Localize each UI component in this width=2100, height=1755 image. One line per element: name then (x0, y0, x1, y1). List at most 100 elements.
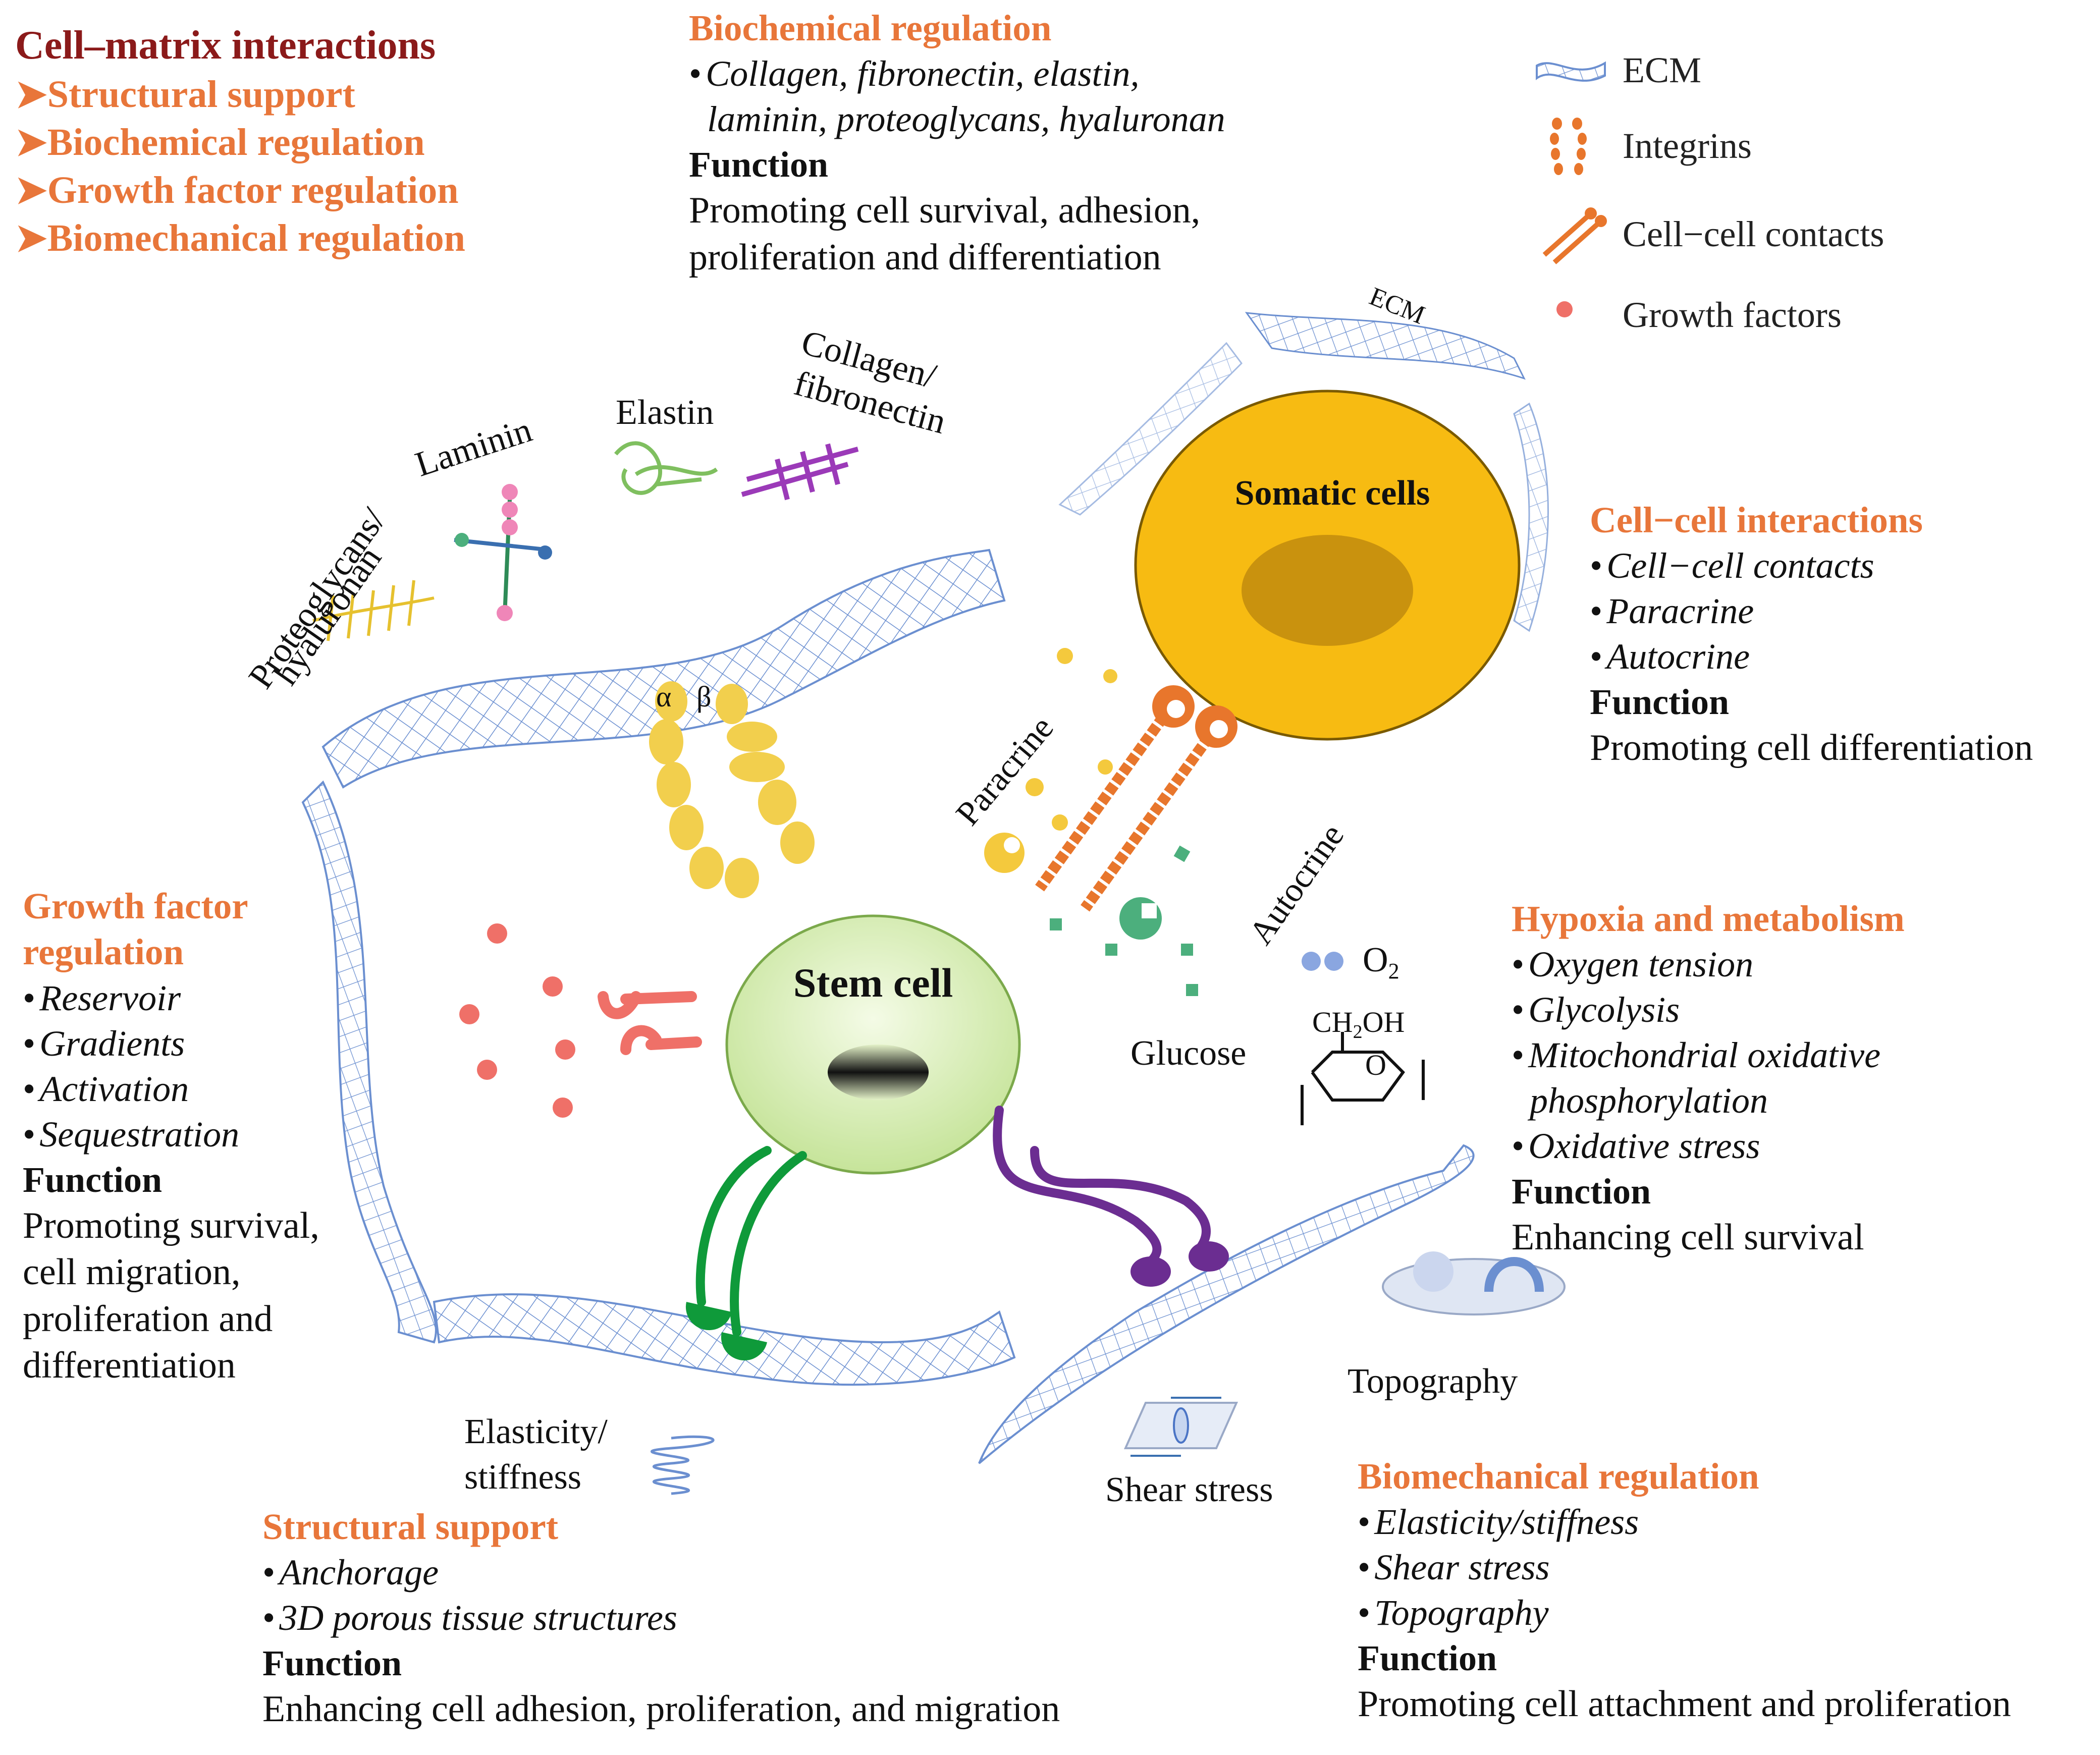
elasticity-label-line2: stiffness (464, 1458, 581, 1497)
biomechanical-bullet: Topography (1358, 1590, 2094, 1635)
green-arrow-heads (685, 1302, 767, 1361)
hypoxia-heading: Hypoxia and metabolism (1512, 898, 1905, 939)
growth-factor-bullet: Reservoir (23, 975, 406, 1021)
cell-cell-panel: Cell−cell interactions Cell−cell contact… (1590, 497, 2094, 772)
structural-heading: Structural support (262, 1506, 559, 1547)
integrin-alpha-label: α (656, 680, 671, 713)
biomechanical-bullet: Elasticity/stiffness (1358, 1499, 2094, 1545)
hypoxia-panel: Hypoxia and metabolism Oxygen tension Gl… (1512, 896, 2092, 1261)
legend-growth-factors-label: Growth factors (1623, 295, 1842, 335)
shear-stress-label: Shear stress (1105, 1470, 1273, 1509)
integrin-icon (1550, 118, 1587, 175)
somatic-cells-label: Somatic cells (1235, 474, 1430, 513)
cell-cell-bullets: Cell−cell contacts Paracrine Autocrine (1590, 543, 2094, 679)
purple-arrow-heads (1130, 1241, 1229, 1287)
glucose-ring (1301, 1032, 1425, 1125)
growth-factor-panel: Growth factor regulation Reservoir Gradi… (23, 883, 406, 1389)
cell-matrix-panel: Cell–matrix interactions ➤Structural sup… (15, 20, 570, 262)
chevron-icon: ➤ (15, 169, 47, 211)
biochemical-bullet: Collagen, fibronectin, elastin, (689, 51, 1395, 96)
cell-matrix-item: ➤Structural support (15, 73, 355, 116)
growth-factor-function-line: cell migration, (23, 1251, 241, 1293)
ecm-ribbon-top-right (1058, 312, 1549, 632)
biomechanical-bullets: Elasticity/stiffness Shear stress Topogr… (1358, 1499, 2094, 1635)
structural-bullets: Anchorage 3D porous tissue structures (262, 1550, 1272, 1640)
autocrine-label: Autocrine (1241, 817, 1351, 951)
biomechanical-bullet: Shear stress (1358, 1545, 2094, 1590)
chevron-icon: ➤ (15, 121, 47, 163)
ecm-ribbon-bottom-right (978, 1144, 1475, 1464)
structural-bullet: Anchorage (262, 1550, 1272, 1595)
integrin-beta-label: β (696, 680, 712, 713)
purple-signal-arrows (993, 1106, 1211, 1266)
paracrine-factors (984, 648, 1117, 873)
cell-matrix-title: Cell–matrix interactions (15, 23, 436, 68)
growth-factor-function-label: Function (23, 1159, 163, 1200)
cell-cell-bullet: Cell−cell contacts (1590, 543, 2094, 588)
legend-ecm-label: ECM (1623, 50, 1702, 90)
biomechanical-heading: Biomechanical regulation (1358, 1456, 1759, 1497)
hypoxia-bullet: Oxidative stress (1512, 1123, 2092, 1169)
hypoxia-function-text: Enhancing cell survival (1512, 1217, 1864, 1258)
biochemical-function-label: Function (689, 144, 829, 185)
structural-function-label: Function (262, 1643, 402, 1684)
hypoxia-bullet: Glycolysis (1512, 987, 2092, 1032)
laminin-molecule (454, 484, 552, 621)
integrin-alpha-beta (649, 681, 815, 898)
growth-factor-function-line: proliferation and (23, 1298, 273, 1340)
shear-stress-icon (1123, 1397, 1239, 1457)
cell-matrix-item: ➤Biochemical regulation (15, 121, 425, 163)
elasticity-spring-icon (650, 1435, 715, 1495)
biochemical-bullet-continued: laminin, proteoglycans, hyaluronan (707, 99, 1225, 140)
autocrine-factors (1050, 845, 1198, 996)
biomechanical-function-text: Promoting cell attachment and proliferat… (1358, 1683, 2011, 1725)
hypoxia-bullets: Oxygen tension Glycolysis Mitochondrial … (1512, 942, 2092, 1078)
cell-cell-function-text: Promoting cell differentiation (1590, 727, 2033, 769)
cell-cell-bullet: Autocrine (1590, 634, 2094, 679)
green-signal-arrows (695, 1146, 807, 1337)
hypoxia-bullets-after: Oxidative stress (1512, 1123, 2092, 1169)
cell-cell-heading: Cell−cell interactions (1590, 500, 1923, 540)
structural-function-text: Enhancing cell adhesion, proliferation, … (262, 1688, 1060, 1730)
cell-contact-rods (1035, 685, 1237, 912)
collagen-fibronectin-molecule (741, 443, 859, 501)
stem-nucleus (828, 1045, 929, 1100)
cell-matrix-item: ➤Biomechanical regulation (15, 217, 465, 259)
elasticity-label-line1: Elasticity/ (464, 1412, 608, 1451)
biomechanical-panel: Biomechanical regulation Elasticity/stif… (1358, 1453, 2094, 1728)
legend: ECM Integrins Cell−cell contacts Growth … (1534, 35, 2089, 358)
topography-icon (1382, 1251, 1566, 1315)
growth-factor-bullets: Reservoir Gradients Activation Sequestra… (23, 975, 406, 1157)
growth-factor-bullet: Activation (23, 1066, 406, 1112)
structural-bullet: 3D porous tissue structures (262, 1595, 1272, 1640)
cell-matrix-item: ➤Growth factor regulation (15, 169, 459, 211)
o2-label: O2 (1363, 941, 1399, 983)
structural-panel: Structural support Anchorage 3D porous t… (262, 1504, 1272, 1733)
stem-cell (725, 914, 1021, 1175)
somatic-nucleus (1242, 535, 1413, 646)
legend-item-integrins: Integrins (1534, 111, 2089, 182)
biomechanical-function-label: Function (1358, 1638, 1497, 1679)
ch2oh-label: CH2OH (1312, 1006, 1405, 1043)
ecm-icon (1536, 61, 1606, 82)
glucose-ring-oxygen: O (1365, 1049, 1386, 1081)
cell-cell-bullet: Paracrine (1590, 588, 2094, 634)
elastin-label: Elastin (616, 393, 714, 432)
paracrine-label: Paracrine (948, 708, 1061, 833)
somatic-cell (1134, 390, 1521, 741)
hypoxia-bullet: Oxygen tension (1512, 942, 2092, 987)
biochemical-bullets: Collagen, fibronectin, elastin, (689, 51, 1395, 96)
growth-factor-bullet: Gradients (23, 1021, 406, 1066)
hypoxia-bullet-continued: phosphorylation (1530, 1080, 1768, 1121)
growth-factor-function-line: Promoting survival, (23, 1204, 319, 1246)
cell-contact-icon (1542, 207, 1607, 264)
growth-factor-function-line: differentiation (23, 1345, 236, 1386)
stem-cell-label: Stem cell (793, 960, 953, 1006)
hypoxia-bullet: Mitochondrial oxidative (1512, 1032, 2092, 1078)
cell-cell-function-label: Function (1590, 682, 1730, 723)
oxygen-molecule (1302, 952, 1343, 971)
legend-cell-contacts-label: Cell−cell contacts (1623, 214, 1884, 254)
biochemical-heading: Biochemical regulation (689, 8, 1052, 48)
